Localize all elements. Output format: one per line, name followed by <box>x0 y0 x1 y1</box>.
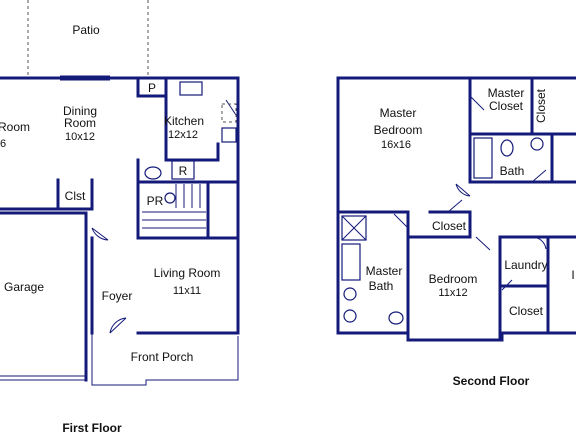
master-bath-label-line2: Bath <box>369 279 394 293</box>
living-room-size: 11x11 <box>173 285 201 297</box>
front-porch-label: Front Porch <box>131 350 194 364</box>
kitchen-sink-icon <box>179 81 203 96</box>
foyer-door <box>109 317 127 334</box>
master-bedroom-wall <box>336 76 472 342</box>
first-floor-plan: Patio Room 6 Dining Room 10x12 P Kitchen… <box>0 0 240 432</box>
dining-room-size: 10x12 <box>65 131 95 143</box>
master-closet-door <box>469 95 485 111</box>
bath-toilet-icon <box>500 139 514 157</box>
stair-wall <box>136 180 240 240</box>
master-bath-label-line1: Master <box>366 264 403 278</box>
living-room-label: Living Room <box>154 266 221 280</box>
bathtub-icon <box>473 137 493 179</box>
master-bath-door <box>393 213 409 229</box>
dining-room-label-line2: Room <box>64 116 96 130</box>
master-closet-label-line1: Master <box>488 86 525 100</box>
hall-closet-label: Closet <box>432 219 467 233</box>
refrigerator-label: R <box>179 164 188 178</box>
second-floor-caption: Second Floor <box>453 374 530 388</box>
closet-door <box>91 227 109 241</box>
vertical-closet-label: Closet <box>534 88 548 123</box>
master-sink-2-icon <box>343 309 357 323</box>
small-closet-label: Closet <box>509 304 544 318</box>
patio-sliding-door <box>60 75 110 81</box>
master-closet-label-line2: Closet <box>489 99 524 113</box>
front-porch-outline <box>91 333 239 386</box>
kitchen-wall <box>136 76 220 238</box>
bedroom-door <box>475 236 491 251</box>
master-closet-wall <box>468 76 576 184</box>
foyer-label: Foyer <box>102 289 133 303</box>
stairs <box>142 184 206 229</box>
laundry-door <box>531 236 547 250</box>
bath-sink-icon <box>530 137 544 151</box>
first-floor-exterior-wall <box>0 76 240 335</box>
powder-room-sink-icon <box>164 192 176 204</box>
shower-cross <box>341 215 367 241</box>
family-room-label: Room <box>0 120 30 134</box>
master-bedroom-label-line1: Master <box>380 106 417 120</box>
garage-label: Garage <box>4 280 44 294</box>
bedroom-label: Bedroom <box>429 272 478 286</box>
first-floor-caption: First Floor <box>62 421 122 432</box>
bath-label: Bath <box>500 164 525 178</box>
edge-room-label: I <box>571 268 574 282</box>
bedroom-size: 11x12 <box>438 287 467 299</box>
small-closet-door <box>501 279 513 291</box>
master-bedroom-door <box>455 183 471 197</box>
pantry-label: P <box>148 81 156 95</box>
master-bedroom-label-line2: Bedroom <box>374 123 423 137</box>
second-floor-plan: Master Bedroom 16x16 Master Closet Close… <box>336 76 576 388</box>
dishwasher-icon <box>221 103 237 123</box>
laundry-label: Laundry <box>504 258 547 272</box>
kitchen-size: 12x12 <box>168 129 198 141</box>
toilet-icon <box>144 166 162 180</box>
closet-label: Clst <box>65 189 86 203</box>
master-tub-icon <box>341 243 361 281</box>
family-room-size: 6 <box>0 138 6 150</box>
patio-outline <box>27 0 149 78</box>
master-toilet-icon <box>388 311 404 325</box>
refrigerator-icon <box>171 160 195 180</box>
hall-closet-wall <box>428 210 550 342</box>
patio-label: Patio <box>72 23 100 37</box>
stove-icon <box>221 127 237 143</box>
second-floor-exterior-wall <box>336 76 576 342</box>
master-sink-icon <box>343 287 357 301</box>
closet-wall <box>56 178 94 211</box>
master-bedroom-size: 16x16 <box>381 139 411 151</box>
garage-door-line <box>0 375 86 381</box>
powder-room-label: PR <box>147 194 164 208</box>
hall-closet-door <box>447 199 463 213</box>
garage-wall <box>0 211 88 382</box>
dining-room-label-line1: Dining <box>63 104 97 118</box>
bath-door <box>531 169 547 183</box>
kitchen-label: Kitchen <box>164 114 204 128</box>
